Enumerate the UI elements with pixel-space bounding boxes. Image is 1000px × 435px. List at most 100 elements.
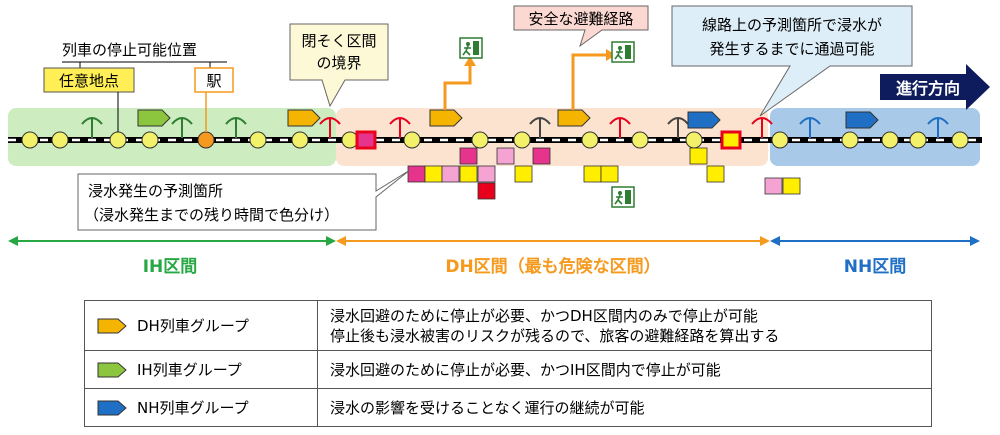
block-boundary-bracket-icon (799, 117, 821, 138)
block-boundary-bracket-icon (81, 117, 103, 138)
legend-row: NH列車グループ 浸水の影響を受けることなく運行の継続が可能 (84, 388, 932, 427)
exit-door (625, 190, 631, 204)
stop-point-circle-icon (471, 131, 489, 149)
dh-section-arrow (336, 236, 770, 246)
block-boundary-bracket-icon (667, 117, 689, 138)
nh-section-label: NH区間 (844, 257, 906, 277)
exit-figure-body (614, 49, 623, 60)
exit-figure-body (462, 45, 471, 56)
train-pentagon-icon (845, 111, 879, 129)
stop-point-circle-icon (21, 131, 39, 149)
direction-label: 進行方向 (896, 79, 960, 98)
legend-key-cell: NH列車グループ (84, 388, 318, 427)
stop-point-circle-icon (841, 131, 859, 149)
stop-point-circle-icon (513, 131, 531, 149)
flood-prediction-square (459, 165, 478, 183)
flood-prediction-square (583, 165, 602, 183)
block-boundary-line1: 閉そく区間 (301, 32, 376, 50)
direction-arrow-icon (880, 64, 990, 110)
stop-points (21, 131, 969, 149)
exit-figure-body (614, 194, 623, 205)
passable-line2: 発生するまでに通過可能 (709, 40, 874, 58)
legend-desc-line: 停止後も浸水被害のリスクが残るので、旅客の避難経路を算出する (330, 326, 780, 345)
block-boundary-callout (289, 23, 389, 108)
legend-key-cell: IH列車グループ (84, 350, 318, 389)
legend-label: NH列車グループ (137, 399, 249, 417)
train-pentagon-icon (97, 400, 127, 415)
safe-route-label: 安全な避難経路 (528, 10, 633, 28)
flood-point-on-track (720, 130, 742, 150)
station-box (194, 67, 234, 93)
stop-point-circle-icon (291, 131, 309, 149)
flood-prediction-line2: （浸水発生までの残り時間で色分け） (84, 206, 339, 224)
stop-point-circle-icon (881, 131, 899, 149)
legend-desc-line: 浸水の影響を受けることなく運行の継続が可能 (330, 398, 645, 417)
route-arrowhead (606, 49, 616, 61)
flood-prediction-square (706, 165, 725, 183)
block-boundary-bracket-icon (319, 117, 341, 138)
station-circle-icon (197, 131, 215, 149)
exit-figure-head (618, 46, 622, 50)
stop-point-circle-icon (581, 131, 599, 149)
flood-prediction-callout (77, 169, 411, 231)
trains (137, 109, 879, 129)
safe-route-callout (513, 5, 649, 48)
diagram-canvas: 列車の停止可能位置 任意地点 駅 閉そく区間 の境界 安全な避難経路 線路上の予… (8, 5, 990, 277)
block-boundary-bracket-icon (171, 117, 193, 138)
flood-prediction-square (514, 165, 533, 183)
emergency-exit-icon (611, 186, 635, 208)
flood-prediction-square (477, 182, 496, 200)
legend-desc-line: 浸水回避のために停止が必要、かつIH区間内で停止が可能 (330, 360, 721, 379)
flood-prediction-square (441, 165, 460, 183)
dh-section-label: DH区間（最も危険な区間） (445, 256, 660, 277)
train-pentagon-icon (557, 109, 591, 127)
ih-section-label: IH区間 (143, 257, 198, 277)
stop-point-circle-icon (909, 131, 927, 149)
train-pentagon-icon (97, 318, 127, 333)
block-boundary-bracket-icon (389, 117, 411, 138)
passable-line1: 線路上の予測箇所で浸水が (702, 16, 882, 34)
emergency-exit-icon (611, 41, 635, 63)
stop-point-circle-icon (403, 131, 421, 149)
flood-point-on-track (355, 130, 377, 150)
ih-section-arrow (8, 236, 336, 246)
stop-point-circle-icon (631, 131, 649, 149)
legend-key-cell: DH列車グループ (84, 300, 318, 351)
stop-point-circle-icon (109, 131, 127, 149)
flood-prediction-squares (407, 147, 801, 200)
block-boundaries (81, 117, 949, 138)
stop-point-circle-icon (249, 131, 267, 149)
legend-desc-cell: 浸水の影響を受けることなく運行の継続が可能 (317, 388, 932, 427)
flood-prediction-square (477, 165, 496, 183)
flood-prediction-square (764, 177, 783, 195)
flood-prediction-square (782, 177, 801, 195)
train-pentagon-icon (97, 362, 127, 377)
legend-desc-cell: 浸水回避のために停止が必要、かつIH区間内で停止が可能 (317, 350, 932, 389)
legend-label: DH列車グループ (137, 317, 249, 335)
stop-point-circle-icon (141, 131, 159, 149)
arbitrary-point-label: 任意地点 (59, 72, 119, 90)
flood-prediction-square (424, 165, 443, 183)
legend-key: DH列車グループ (85, 315, 317, 336)
train-pentagon-icon (287, 109, 321, 127)
block-boundary-bracket-icon (529, 117, 551, 138)
train-pentagon-icon (687, 111, 721, 129)
train-pentagon-icon (137, 109, 171, 127)
flood-prediction-square (600, 165, 619, 183)
train-pentagon-icon (429, 109, 463, 127)
flood-prediction-square (407, 165, 426, 183)
exit-door (473, 41, 479, 55)
legend-key: IH列車グループ (85, 359, 317, 380)
exit-figure-head (466, 42, 470, 46)
flood-prediction-square (459, 147, 478, 165)
block-boundary-bracket-icon (927, 117, 949, 138)
block-boundary-line2: の境界 (316, 54, 361, 72)
flood-prediction-line1: 浸水発生の予測箇所 (88, 182, 223, 200)
block-boundary-bracket-icon (751, 117, 773, 138)
legend-row: DH列車グループ 浸水回避のために停止が必要、かつDH区間内のみで停止が可能 停… (84, 300, 932, 351)
evacuation-route-arrows (443, 53, 608, 110)
stop-positions-title: 列車の停止可能位置 (62, 41, 197, 59)
block-boundary-bracket-icon (609, 117, 631, 138)
legend-desc-line: 浸水回避のために停止が必要、かつDH区間内のみで停止が可能 (330, 306, 758, 325)
